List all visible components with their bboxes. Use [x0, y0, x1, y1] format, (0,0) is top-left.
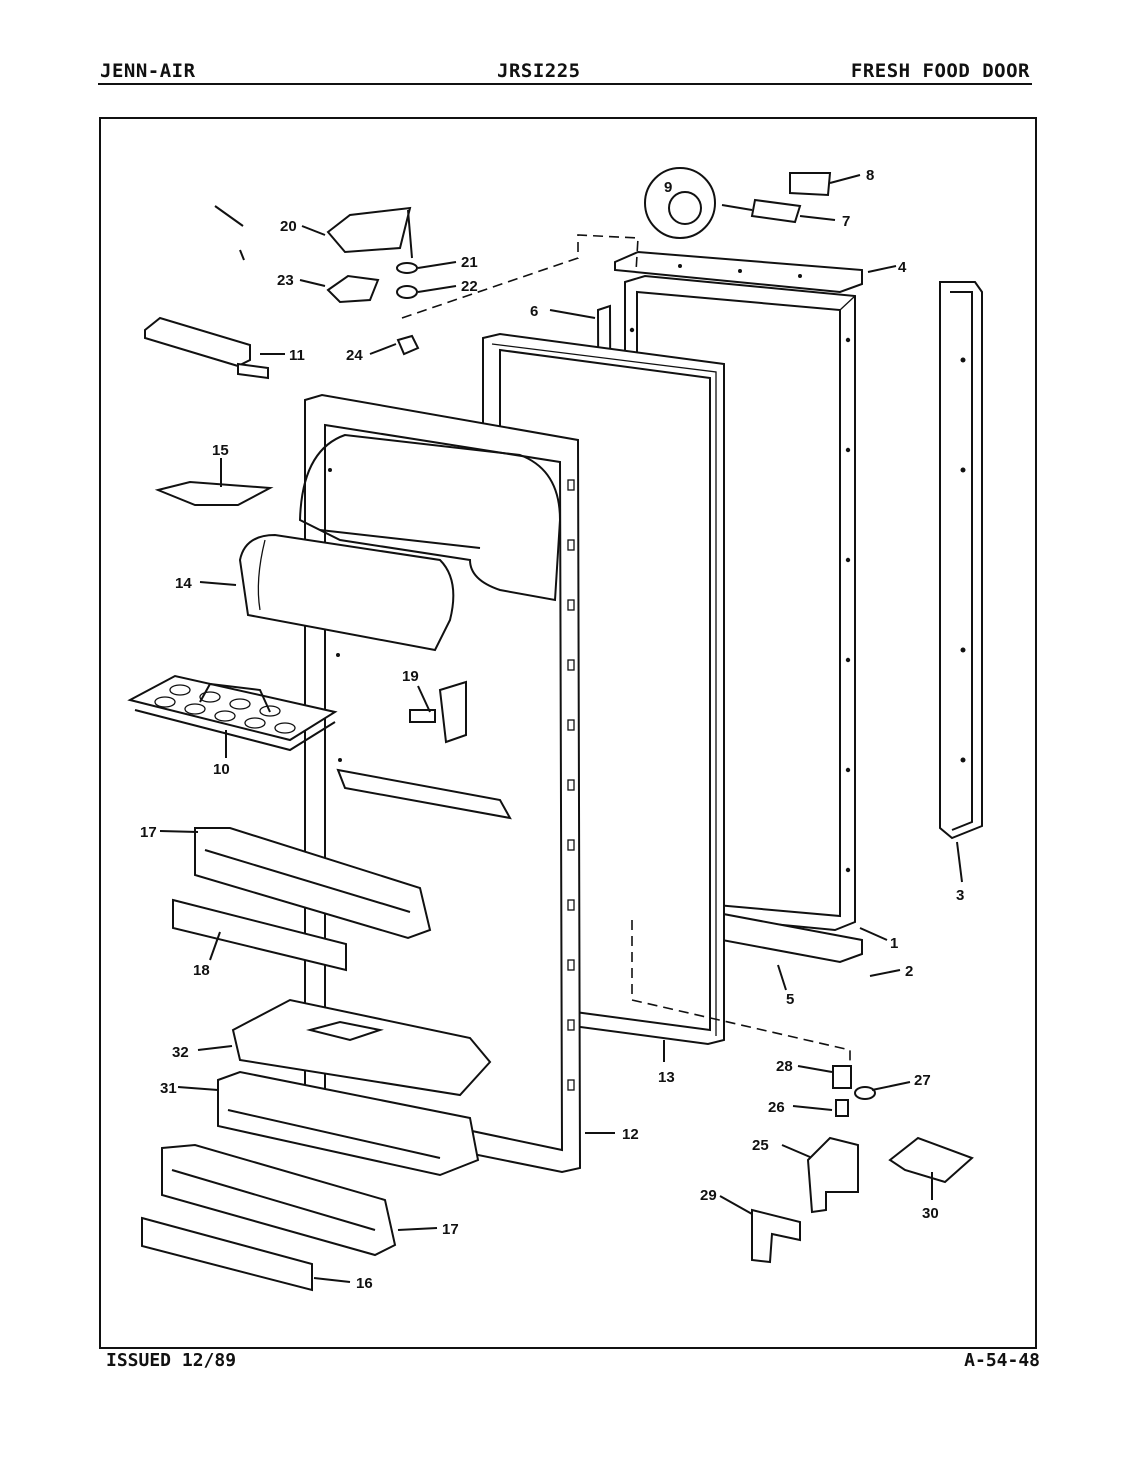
part-3-trim-strip [939, 281, 983, 840]
callout-16: 16 [356, 1275, 373, 1292]
leader-lines [159, 174, 963, 1283]
callout-17-lower: 17 [442, 1221, 459, 1238]
callout-24: 24 [346, 347, 363, 364]
part-31-32-crisper [217, 998, 492, 1177]
callout-14: 14 [175, 575, 192, 592]
callout-29: 29 [700, 1187, 717, 1204]
callout-23: 23 [277, 272, 294, 289]
callout-8: 8 [866, 167, 874, 184]
callout-11: 11 [289, 347, 305, 364]
issued-date: ISSUED 12/89 [106, 1350, 237, 1371]
callout-27: 27 [914, 1072, 931, 1089]
callout-4: 4 [898, 259, 907, 276]
section-title: FRESH FOOD DOOR [850, 60, 1030, 82]
model-label: JRSI225 [497, 60, 581, 82]
callout-26: 26 [768, 1099, 785, 1116]
callout-31: 31 [160, 1080, 177, 1097]
callout-30: 30 [922, 1205, 939, 1222]
part-19-bracket [409, 680, 467, 744]
callout-13: 13 [658, 1069, 675, 1086]
callout-1: 1 [890, 935, 898, 952]
callout-19: 19 [402, 668, 419, 685]
callout-10: 10 [213, 761, 230, 778]
callout-21: 21 [461, 254, 478, 271]
callout-17-upper: 17 [140, 824, 157, 841]
callout-2: 2 [905, 963, 913, 980]
callout-15: 15 [212, 442, 229, 459]
callout-28: 28 [776, 1058, 793, 1075]
hinge-hardware-top [326, 206, 420, 356]
brand-label: JENN-AIR [100, 60, 196, 82]
part-10-egg-tray [127, 674, 338, 752]
hinge-hardware-bottom [751, 1065, 974, 1264]
callout-9: 9 [664, 179, 672, 196]
callout-5: 5 [786, 991, 794, 1008]
callout-12: 12 [622, 1126, 639, 1143]
dispenser-parts [644, 167, 832, 239]
header-rule [98, 83, 1032, 85]
callout-20: 20 [280, 218, 297, 235]
part-14-dairy-door [238, 533, 455, 652]
callout-22: 22 [461, 278, 478, 295]
diagram-frame [99, 117, 1037, 1349]
part-15-cover [154, 480, 274, 506]
callout-7: 7 [842, 213, 850, 230]
callout-6: 6 [530, 303, 538, 320]
part-17-18-upper-bin [172, 827, 432, 972]
callout-32: 32 [172, 1044, 189, 1061]
callout-25: 25 [752, 1137, 769, 1154]
callout-labels: 1 2 3 4 5 6 7 8 9 10 11 12 13 14 15 16 1… [140, 167, 964, 1292]
part-4-top-plate [614, 250, 863, 294]
part-11-latch [144, 316, 269, 380]
callout-18: 18 [193, 962, 210, 979]
part-16-17-lower-bin [141, 1143, 397, 1292]
page-code: A-54-48 [964, 1350, 1040, 1371]
callout-3: 3 [956, 887, 964, 904]
